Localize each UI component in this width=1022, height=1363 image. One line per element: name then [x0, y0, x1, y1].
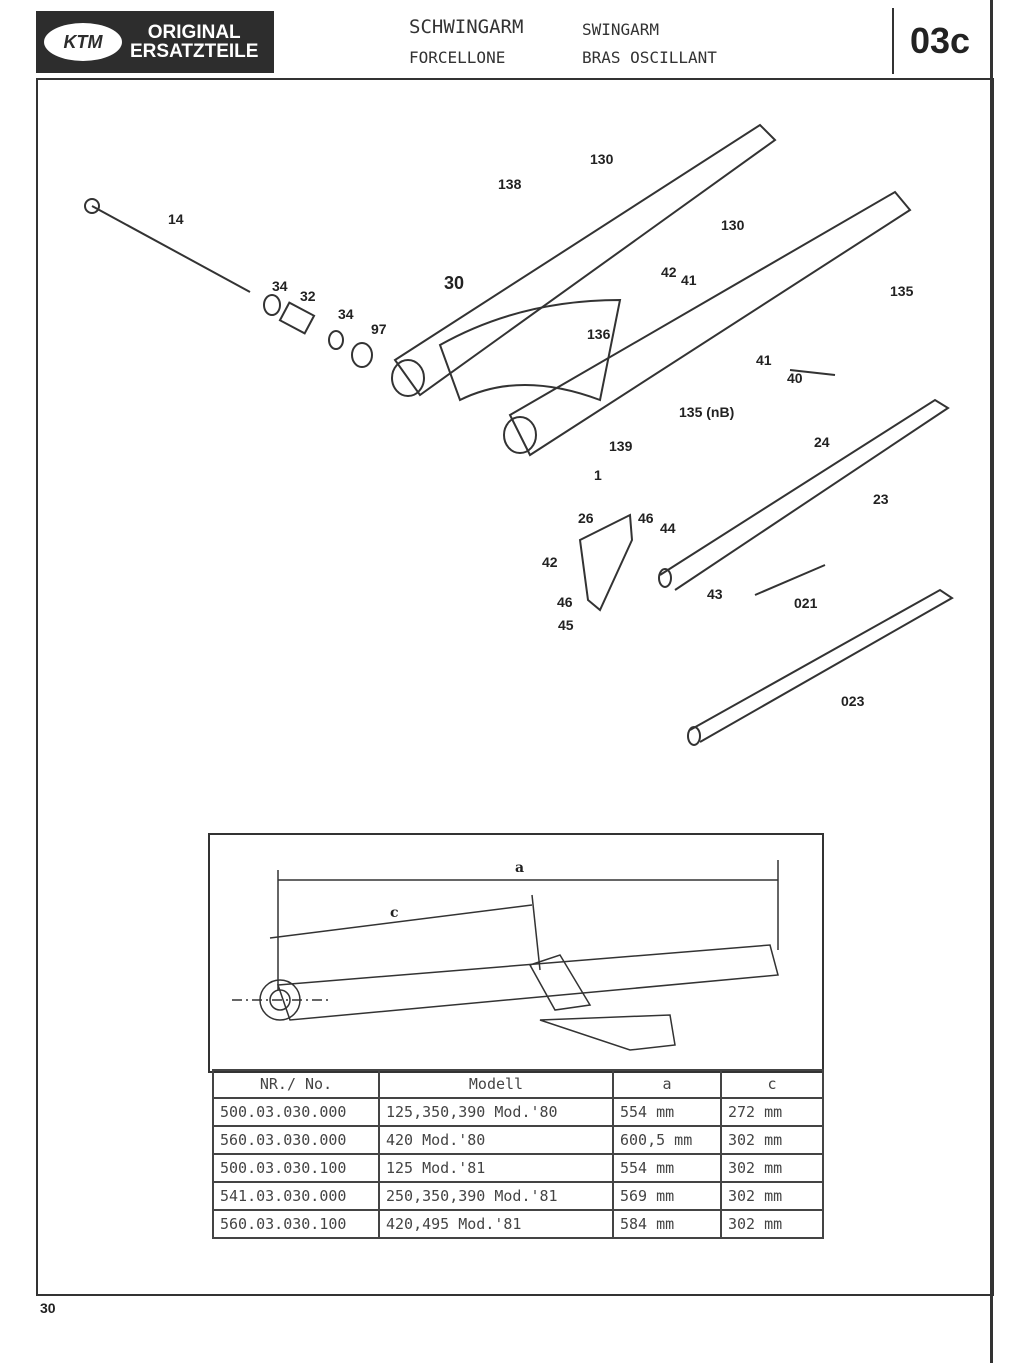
callout-41b: 41: [756, 352, 772, 368]
dim-c: 302 mm: [720, 1153, 824, 1183]
dimension-a-label: a: [515, 860, 524, 876]
part-number: 560.03.030.100: [212, 1209, 380, 1239]
logo-line1: ORIGINAL: [147, 22, 241, 43]
title-de: SCHWINGARM: [409, 16, 524, 38]
part-number: 560.03.030.000: [212, 1125, 380, 1155]
model: 420,495 Mod.'81: [378, 1209, 614, 1239]
callout-135-nb: 135 (nB): [679, 404, 734, 420]
page-frame: [36, 78, 994, 1296]
callout-32: 32: [300, 288, 316, 304]
part-number: 500.03.030.100: [212, 1153, 380, 1183]
page-edge: [990, 0, 1001, 1363]
callout-45: 45: [558, 617, 574, 633]
callout-023: 023: [841, 693, 865, 709]
section-code: 03c: [892, 8, 986, 74]
header-a: a: [612, 1069, 722, 1099]
dim-a: 554 mm: [612, 1097, 722, 1127]
callout-46b: 46: [557, 594, 573, 610]
callout-130: 130: [590, 151, 614, 167]
logo-line2: ERSATZTEILE: [130, 41, 259, 62]
callout-41: 41: [681, 272, 697, 288]
dim-a: 554 mm: [612, 1153, 722, 1183]
callout-1: 1: [594, 467, 602, 483]
callout-24: 24: [814, 434, 830, 450]
callout-135: 135: [890, 283, 914, 299]
dimension-c-label: c: [390, 905, 399, 921]
callout-42b: 42: [542, 554, 558, 570]
page-number: 30: [40, 1300, 56, 1316]
model: 420 Mod.'80: [378, 1125, 614, 1155]
title-en: SWINGARM: [582, 20, 660, 39]
dimension-box: [208, 833, 824, 1073]
callout-46: 46: [638, 510, 654, 526]
callout-130b: 130: [721, 217, 745, 233]
dim-c: 302 mm: [720, 1125, 824, 1155]
callout-14: 14: [168, 211, 184, 227]
callout-43: 43: [707, 586, 723, 602]
title-fr: BRAS OSCILLANT: [582, 48, 717, 67]
model: 125,350,390 Mod.'80: [378, 1097, 614, 1127]
table-header-row: NR./ No. Modell a c: [212, 1069, 824, 1099]
title-it: FORCELLONE: [409, 48, 506, 67]
callout-136: 136: [587, 326, 611, 342]
part-number: 500.03.030.000: [212, 1097, 380, 1127]
model: 250,350,390 Mod.'81: [378, 1181, 614, 1211]
callout-97: 97: [371, 321, 387, 337]
callout-42: 42: [661, 264, 677, 280]
dim-a: 569 mm: [612, 1181, 722, 1211]
callout-44: 44: [660, 520, 676, 536]
callout-26: 26: [578, 510, 594, 526]
callout-34b: 34: [338, 306, 354, 322]
swingarm-drawing: [84, 123, 954, 746]
callout-30: 30: [444, 273, 464, 293]
callout-34: 34: [272, 278, 288, 294]
part-number: 541.03.030.000: [212, 1181, 380, 1211]
dim-c: 302 mm: [720, 1181, 824, 1211]
part-callouts: 14 34 32 34 97 30 138 130 130 42 41 135 …: [168, 151, 914, 709]
model: 125 Mod.'81: [378, 1153, 614, 1183]
header-c: c: [720, 1069, 824, 1099]
dim-a: 584 mm: [612, 1209, 722, 1239]
callout-138: 138: [498, 176, 522, 192]
callout-23: 23: [873, 491, 889, 507]
ktm-logo-mark: KTM: [44, 23, 122, 61]
header-modell: Modell: [378, 1069, 614, 1099]
dim-a: 600,5 mm: [612, 1125, 722, 1155]
dimension-drawing: [232, 860, 779, 1051]
dim-c: 302 mm: [720, 1209, 824, 1239]
header-nr: NR./ No.: [212, 1069, 380, 1099]
callout-021: 021: [794, 595, 818, 611]
callout-139: 139: [609, 438, 633, 454]
callout-40: 40: [787, 370, 803, 386]
dim-c: 272 mm: [720, 1097, 824, 1127]
